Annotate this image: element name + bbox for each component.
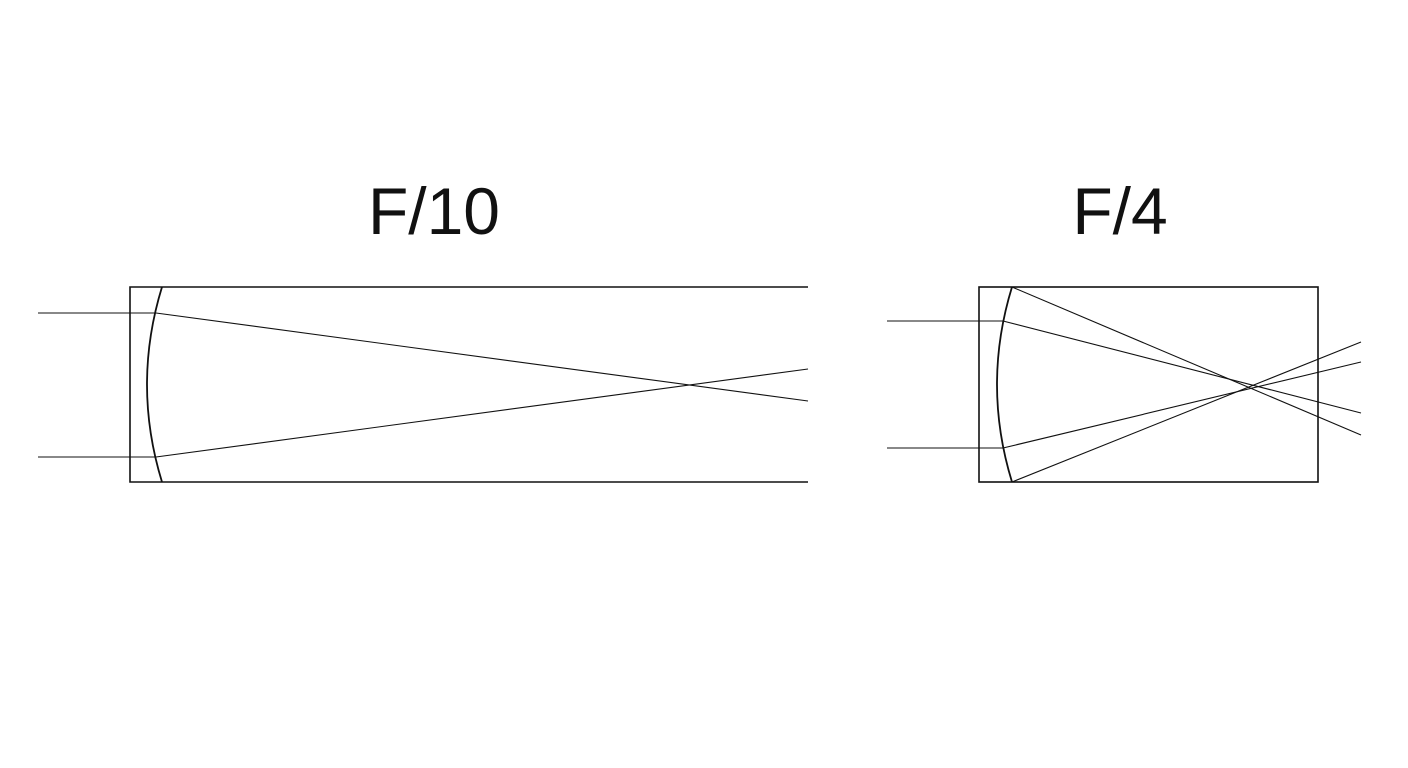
telescope-f4-label: F/4: [1072, 174, 1167, 248]
telescope-f4-reflected-ray-edge-top: [1011, 286, 1362, 436]
telescope-f10-reflected-ray-top: [155, 312, 809, 402]
telescope-f4: F/4: [887, 174, 1362, 483]
telescope-f4-tube: [978, 286, 1319, 483]
telescope-f10-reflected-ray-bottom: [155, 368, 809, 458]
telescope-f10-tube: [129, 286, 808, 483]
telescope-f4-reflected-ray-inner-bottom: [1002, 361, 1362, 449]
telescope-f10-mirror: [146, 286, 163, 483]
telescope-f4-reflected-ray-inner-top: [1002, 320, 1362, 414]
telescope-f10: F/10: [38, 174, 809, 483]
telescope-f4-mirror: [996, 286, 1013, 483]
telescope-f10-label: F/10: [368, 174, 500, 248]
telescope-f4-reflected-ray-edge-bottom: [1011, 341, 1362, 483]
